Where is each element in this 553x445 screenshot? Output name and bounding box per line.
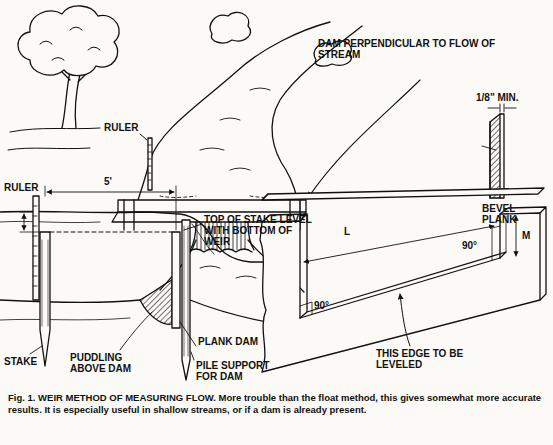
- ruler: [140, 134, 152, 190]
- label: PLANK DAM: [198, 336, 258, 347]
- bevel-plank: [482, 104, 516, 198]
- label: RULER: [4, 182, 38, 193]
- label: M: [522, 230, 530, 241]
- label: RULER: [104, 122, 138, 133]
- label: PUDDLING ABOVE DAM: [70, 352, 146, 374]
- label: TOP OF STAKE LEVEL WITH BOTTOM OF WEIR: [204, 214, 312, 247]
- label: 90°: [462, 240, 477, 251]
- tree: [8, 6, 119, 150]
- label: PILE SUPPORT FOR DAM: [196, 360, 288, 382]
- caption: Fig. 1. WEIR METHOD OF MEASURING FLOW. M…: [8, 392, 545, 416]
- label: STAKE: [4, 356, 37, 367]
- label: L: [344, 226, 350, 237]
- label: 1/8" MIN.: [476, 92, 519, 103]
- label: THIS EDGE TO BE LEVELED: [376, 348, 486, 370]
- label: BEVEL PLANK: [482, 203, 544, 225]
- label: 5': [104, 176, 112, 187]
- label: 90°: [314, 300, 329, 311]
- label: DAM PERPENDICULAR TO FLOW OF STREAM: [318, 38, 523, 60]
